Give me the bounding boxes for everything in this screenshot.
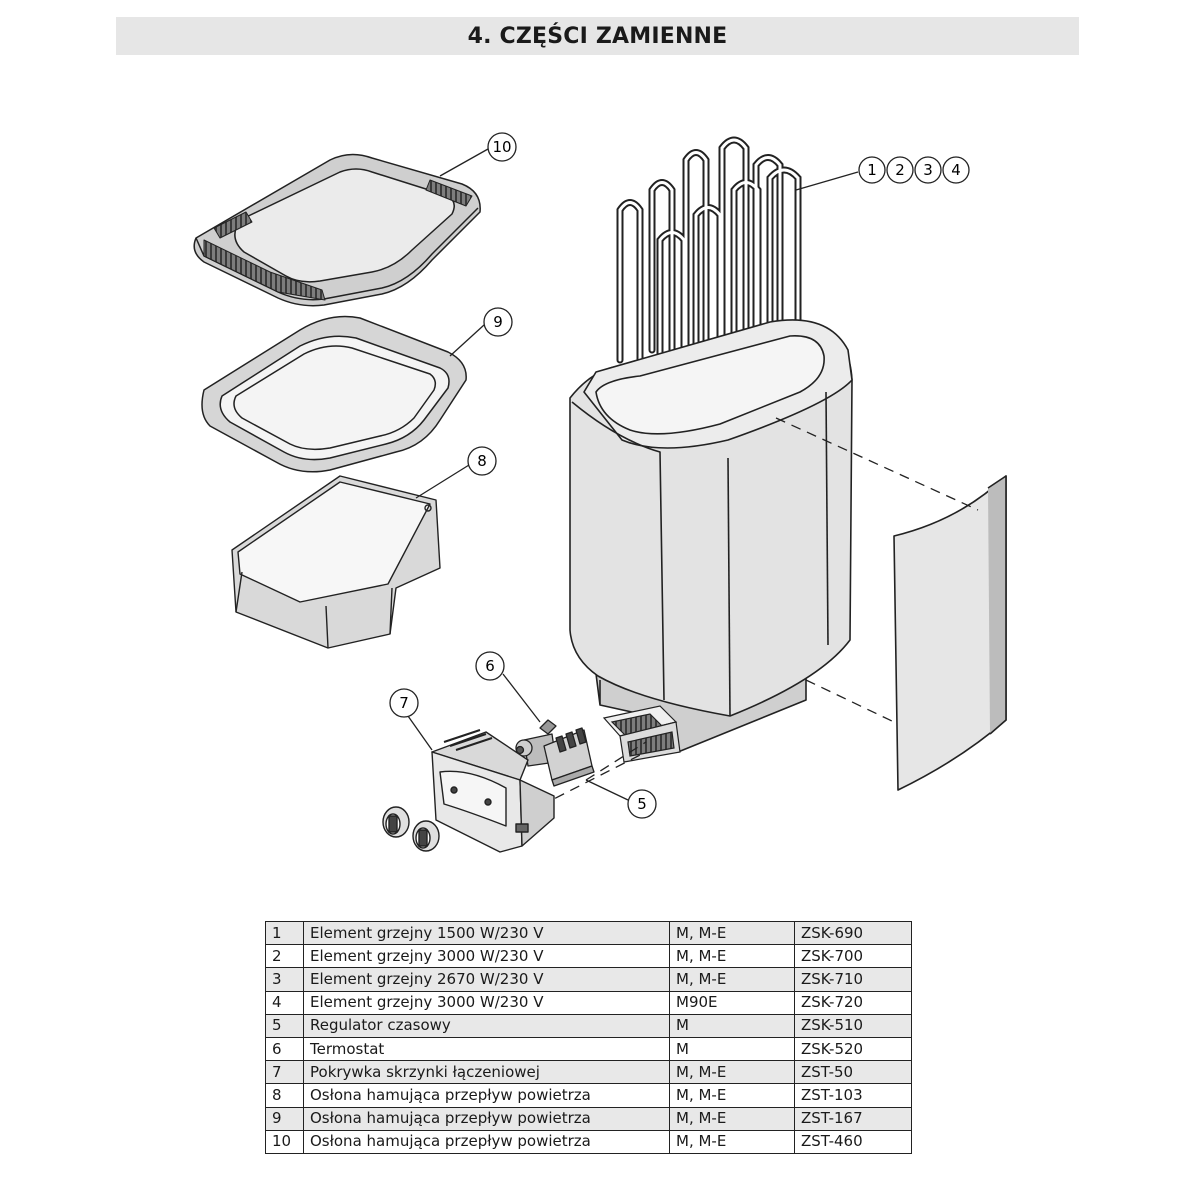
part-name: Element grzejny 3000 W/230 V <box>303 990 670 1015</box>
upper-frame-part <box>201 315 467 473</box>
callout-1: 1 <box>858 156 886 184</box>
callout-2: 2 <box>886 156 914 184</box>
part-models: M, M-E <box>669 920 795 946</box>
assembly-lines <box>539 417 979 807</box>
callout-5: 5 <box>627 789 657 819</box>
callout-label: 10 <box>492 138 511 156</box>
airflow-shield-part <box>231 475 441 649</box>
table-row: 1 Element grzejny 1500 W/230 V M, M-E ZS… <box>265 920 912 946</box>
table-row: 8 Osłona hamująca przepływ powietrza M, … <box>265 1083 912 1108</box>
table-row: 5 Regulator czasowy M ZSK-510 <box>265 1013 912 1038</box>
section-title-bar: 4. CZĘŚCI ZAMIENNE <box>116 17 1079 55</box>
part-number: 8 <box>265 1083 304 1108</box>
table-row: 6 Termostat M ZSK-520 <box>265 1036 912 1062</box>
part-code: ZSK-720 <box>794 990 912 1015</box>
callout-label: 6 <box>485 657 495 675</box>
callout-label: 8 <box>477 452 487 470</box>
part-name: Osłona hamująca przepływ powietrza <box>303 1083 670 1108</box>
part-name: Osłona hamująca przepływ powietrza <box>303 1129 670 1154</box>
callout-7: 7 <box>389 688 419 718</box>
callout-label: 9 <box>493 313 503 331</box>
part-code: ZST-460 <box>794 1129 912 1154</box>
part-models: M, M-E <box>669 944 795 969</box>
callout-label: 1 <box>867 161 877 179</box>
timer-part <box>543 727 595 787</box>
table-row: 7 Pokrywka skrzynki łączeniowej M, M-E Z… <box>265 1060 912 1085</box>
callout-6: 6 <box>475 651 505 681</box>
part-name: Regulator czasowy <box>303 1013 670 1038</box>
callout-label: 4 <box>951 161 961 179</box>
table-row: 4 Element grzejny 3000 W/230 V M90E ZSK-… <box>265 990 912 1015</box>
heater-body <box>569 319 853 753</box>
part-models: M, M-E <box>669 967 795 992</box>
top-cover-part <box>193 153 481 307</box>
part-number: 10 <box>265 1129 304 1154</box>
callout-label: 5 <box>637 795 647 813</box>
part-number: 6 <box>265 1036 304 1062</box>
callout-8: 8 <box>467 446 497 476</box>
side-panel-part <box>893 475 1007 791</box>
part-name: Element grzejny 1500 W/230 V <box>303 920 670 946</box>
part-number: 1 <box>265 920 304 946</box>
callout-10: 10 <box>487 132 517 162</box>
part-code: ZSK-700 <box>794 944 912 969</box>
part-name: Osłona hamująca przepływ powietrza <box>303 1106 670 1131</box>
part-code: ZSK-710 <box>794 967 912 992</box>
part-name: Element grzejny 2670 W/230 V <box>303 967 670 992</box>
part-models: M, M-E <box>669 1060 795 1085</box>
part-models: M <box>669 1036 795 1062</box>
part-code: ZSK-690 <box>794 920 912 946</box>
section-title: 4. CZĘŚCI ZAMIENNE <box>467 23 728 49</box>
junction-box-cover-part <box>431 729 555 853</box>
callout-label: 7 <box>399 694 409 712</box>
spare-parts-table: 1 Element grzejny 1500 W/230 V M, M-E ZS… <box>265 920 912 1154</box>
part-code: ZST-103 <box>794 1083 912 1108</box>
callout-4: 4 <box>942 156 970 184</box>
part-models: M <box>669 1013 795 1038</box>
base-grille <box>602 705 681 763</box>
knob-parts <box>382 806 440 852</box>
part-number: 4 <box>265 990 304 1015</box>
table-row: 9 Osłona hamująca przepływ powietrza M, … <box>265 1106 912 1131</box>
part-number: 7 <box>265 1060 304 1085</box>
part-number: 3 <box>265 967 304 992</box>
part-models: M, M-E <box>669 1106 795 1131</box>
heating-elements-part <box>616 136 802 411</box>
part-code: ZSK-510 <box>794 1013 912 1038</box>
part-name: Pokrywka skrzynki łączeniowej <box>303 1060 670 1085</box>
part-models: M, M-E <box>669 1129 795 1154</box>
callout-label: 3 <box>923 161 933 179</box>
callout-9: 9 <box>483 307 513 337</box>
part-code: ZSK-520 <box>794 1036 912 1062</box>
part-name: Termostat <box>303 1036 670 1062</box>
table-row: 2 Element grzejny 3000 W/230 V M, M-E ZS… <box>265 944 912 969</box>
callout-3: 3 <box>914 156 942 184</box>
leader-lines <box>407 148 859 801</box>
part-models: M, M-E <box>669 1083 795 1108</box>
part-code: ZST-50 <box>794 1060 912 1085</box>
part-number: 2 <box>265 944 304 969</box>
table-row: 3 Element grzejny 2670 W/230 V M, M-E ZS… <box>265 967 912 992</box>
callout-label: 2 <box>895 161 905 179</box>
part-number: 9 <box>265 1106 304 1131</box>
part-code: ZST-167 <box>794 1106 912 1131</box>
exploded-parts-diagram: 10 9 8 6 7 5 1 2 3 4 <box>193 132 1007 853</box>
part-name: Element grzejny 3000 W/230 V <box>303 944 670 969</box>
part-number: 5 <box>265 1013 304 1038</box>
table-row: 10 Osłona hamująca przepływ powietrza M,… <box>265 1129 912 1154</box>
part-models: M90E <box>669 990 795 1015</box>
